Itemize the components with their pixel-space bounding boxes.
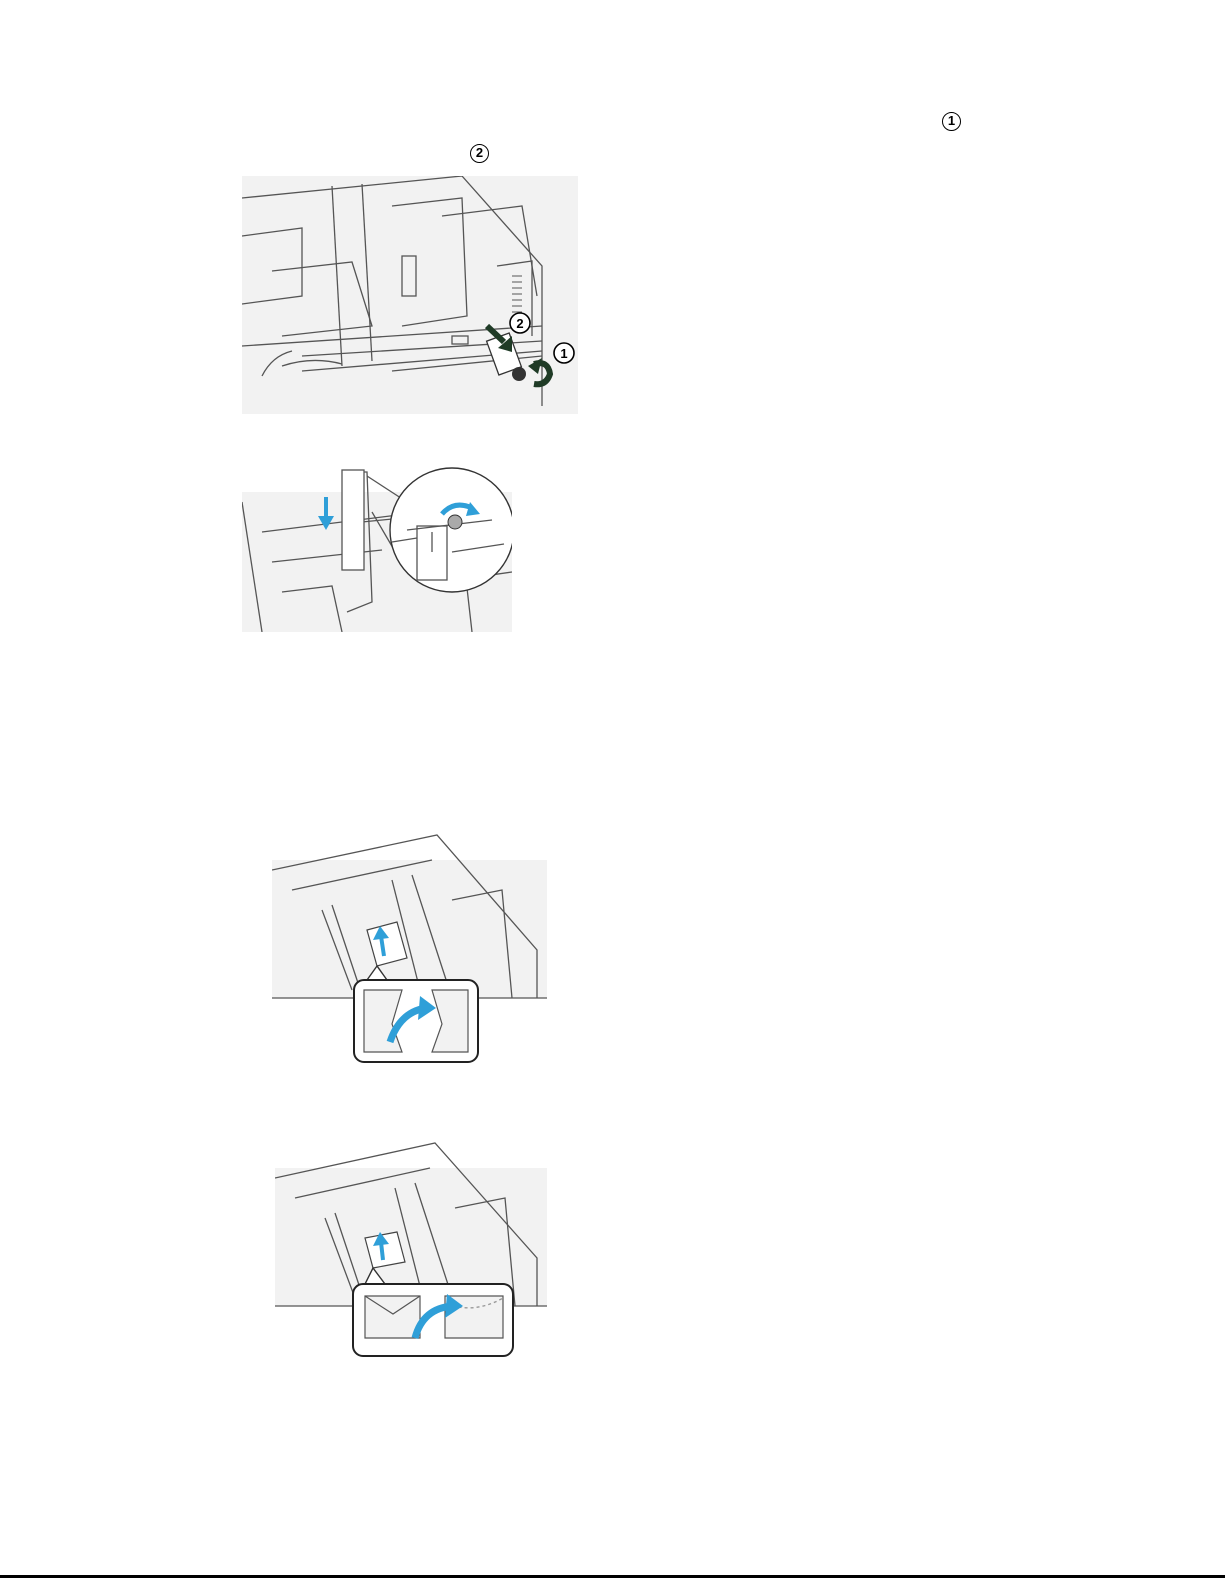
step-marker-two: 2: [470, 144, 489, 163]
page-bottom-rule: [0, 1575, 1225, 1578]
figure-callout-two: 2: [510, 313, 530, 333]
figure-envelope-load-landscape: [275, 1138, 547, 1358]
svg-text:2: 2: [516, 316, 523, 331]
figure-tray-guide-install: [242, 462, 512, 632]
figure-tray-guide-removal: 2 1: [242, 176, 578, 414]
svg-text:1: 1: [560, 346, 567, 361]
figure-envelope-load-portrait: [272, 830, 547, 1066]
figure-callout-one: 1: [554, 343, 574, 363]
step-marker-one: 1: [942, 112, 961, 131]
